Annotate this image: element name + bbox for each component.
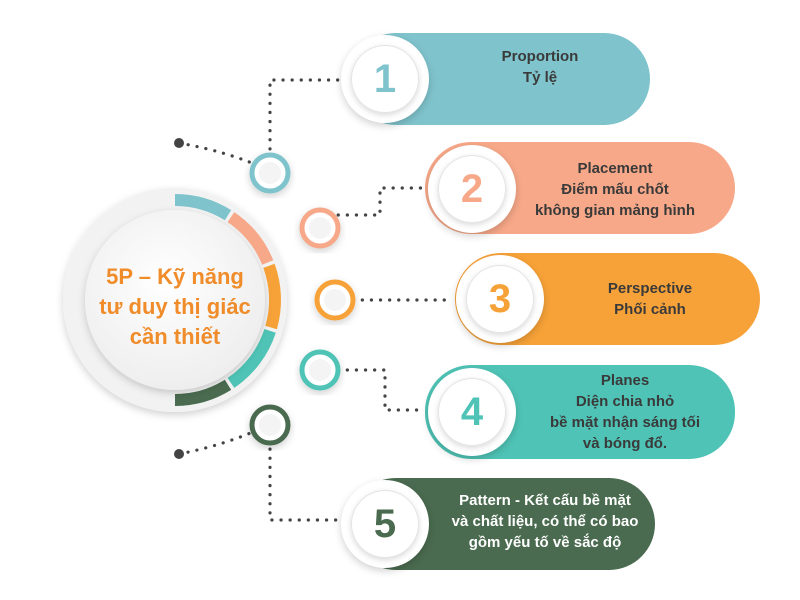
item-1-text: Proportion Tỷ lệ	[455, 46, 625, 88]
item-2-badge: 2	[428, 145, 516, 233]
center-title-line-3: cần thiết	[129, 324, 221, 349]
item-4-line-2: Diện chia nhỏ	[575, 393, 675, 410]
item-5-text: Pattern - Kết cấu bề mặt và chất liệu, c…	[440, 490, 650, 553]
item-2-line-1: Placement	[577, 160, 653, 177]
node-ring-core-4	[309, 359, 331, 381]
item-5-badge: 5	[341, 480, 429, 568]
item-3-badge: 3	[456, 255, 544, 343]
node-ring-core-1	[259, 162, 281, 184]
center-disc-inner	[85, 210, 265, 390]
item-4-line-4: và bóng đổ.	[582, 435, 668, 452]
item-2-line-2: Điểm mấu chốt	[561, 181, 669, 198]
item-1-line-1: Proportion	[501, 48, 579, 65]
item-1-line-2: Tỷ lệ	[522, 69, 558, 86]
connector-dots-7	[177, 426, 264, 456]
item-4-number: 4	[438, 378, 506, 446]
item-4-badge: 4	[428, 368, 516, 456]
center-title-line-2: tư duy thị giác	[99, 294, 251, 319]
item-5-number: 5	[351, 490, 419, 558]
connector-end-dot-top	[174, 138, 184, 148]
item-4-line-3: bề mặt nhận sáng tối	[549, 414, 700, 431]
node-ring-core-2	[309, 217, 331, 239]
item-1-number: 1	[351, 45, 419, 113]
item-4-line-1: Planes	[600, 372, 650, 389]
disc-arc-segment-4	[227, 328, 276, 388]
center-title-line-1: 5P – Kỹ năng	[106, 264, 244, 289]
connector-dots-3	[318, 186, 427, 217]
item-3-number: 3	[466, 265, 534, 333]
item-3-line-2: Phối cảnh	[614, 301, 686, 318]
connector-dots-6	[268, 438, 342, 522]
item-5-line-3: gồm yếu tố về sắc độ	[468, 534, 622, 551]
node-ring-core-3	[324, 289, 346, 311]
disc-arc-segment-2	[227, 212, 274, 265]
center-disc-title: 5P – Kỹ năng tư duy thị giác cần thiết	[75, 262, 275, 352]
item-2-number: 2	[438, 155, 506, 223]
disc-arc-segment-5	[174, 379, 232, 406]
connector-end-dot-bottom	[174, 449, 184, 459]
item-5-line-1: Pattern - Kết cấu bề mặt	[459, 492, 631, 509]
item-5-line-2: và chất liệu, có thể có bao	[451, 513, 639, 530]
item-4-text: Planes Diện chia nhỏ bề mặt nhận sáng tố…	[525, 370, 725, 454]
disc-arc-segment-3	[263, 263, 281, 330]
item-3-line-1: Perspective	[607, 280, 693, 297]
item-1-badge: 1	[341, 35, 429, 123]
disc-arc-segment-1	[174, 194, 232, 221]
item-3-text: Perspective Phối cảnh	[560, 278, 740, 320]
node-ring-core-5	[259, 414, 281, 436]
connector-dots-2	[268, 78, 342, 160]
connector-dots-1	[177, 141, 270, 172]
item-2-text: Placement Điểm mấu chốt không gian mảng …	[510, 158, 720, 221]
item-2-line-3: không gian mảng hình	[535, 202, 695, 219]
